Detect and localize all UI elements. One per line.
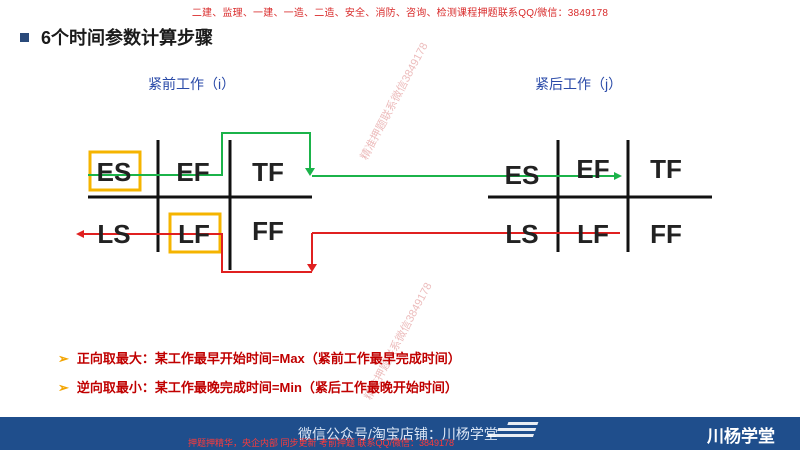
- footer-promo-text: 押题押精华，央企内部 同步更新 考前押题 联系QQ/微信：3849178: [188, 438, 455, 448]
- left-ls-cell: LS: [97, 219, 131, 249]
- bullet-arrow-icon: ➢: [58, 380, 69, 395]
- backward-path-red: [82, 233, 312, 273]
- backward-path-arrowhead-2: [76, 230, 84, 238]
- bullet-forward: ➢ 正向取最大：某工作最早开始时间=Max（紧前工作最早完成时间）: [58, 348, 461, 367]
- title-row: 6个时间参数计算步骤: [20, 24, 213, 50]
- right-ls-cell: LS: [505, 219, 539, 249]
- left-es-cell: ES: [96, 157, 132, 187]
- bullet-forward-text: 正向取最大：某工作最早开始时间=Max（紧前工作最早完成时间）: [76, 351, 461, 366]
- bullet-backward-text: 逆向取最小：某工作最晚完成时间=Min（紧后工作最晚开始时间）: [76, 380, 458, 395]
- forward-path-arrowhead-2: [614, 172, 622, 180]
- left-activity-label: 紧前工作（i）: [148, 76, 236, 92]
- right-tf-cell: TF: [650, 154, 682, 184]
- brand-name: 川杨学堂: [707, 427, 775, 446]
- left-ff-cell: FF: [252, 216, 284, 246]
- backward-path-arrowhead-1: [307, 264, 317, 272]
- left-tf-cell: TF: [252, 157, 284, 187]
- right-ef-cell: EF: [576, 154, 610, 184]
- right-activity-label: 紧后工作（j）: [535, 76, 623, 92]
- footer-bar: [0, 417, 800, 450]
- right-es-cell: ES: [504, 160, 540, 190]
- right-lf-cell: LF: [577, 219, 609, 249]
- left-lf-cell: LF: [178, 219, 210, 249]
- footer-account-text: 微信公众号/淘宝店铺：川杨学堂: [298, 426, 498, 442]
- es-highlight-box: [88, 150, 142, 192]
- forward-path-arrowhead-1: [305, 168, 315, 176]
- top-banner: 二建、监理、一建、一造、二造、安全、消防、咨询、检测课程押题联系QQ/微信：38…: [191, 8, 609, 19]
- page-title: 6个时间参数计算步骤: [41, 28, 214, 48]
- bullet-backward: ➢ 逆向取最小：某工作最晚完成时间=Min（紧后工作最晚开始时间）: [58, 377, 458, 396]
- title-bullet-square: [20, 32, 29, 42]
- right-ff-cell: FF: [650, 219, 682, 249]
- bullet-arrow-icon: ➢: [58, 351, 69, 366]
- left-ef-cell: EF: [176, 157, 210, 187]
- forward-path-green: [88, 132, 311, 176]
